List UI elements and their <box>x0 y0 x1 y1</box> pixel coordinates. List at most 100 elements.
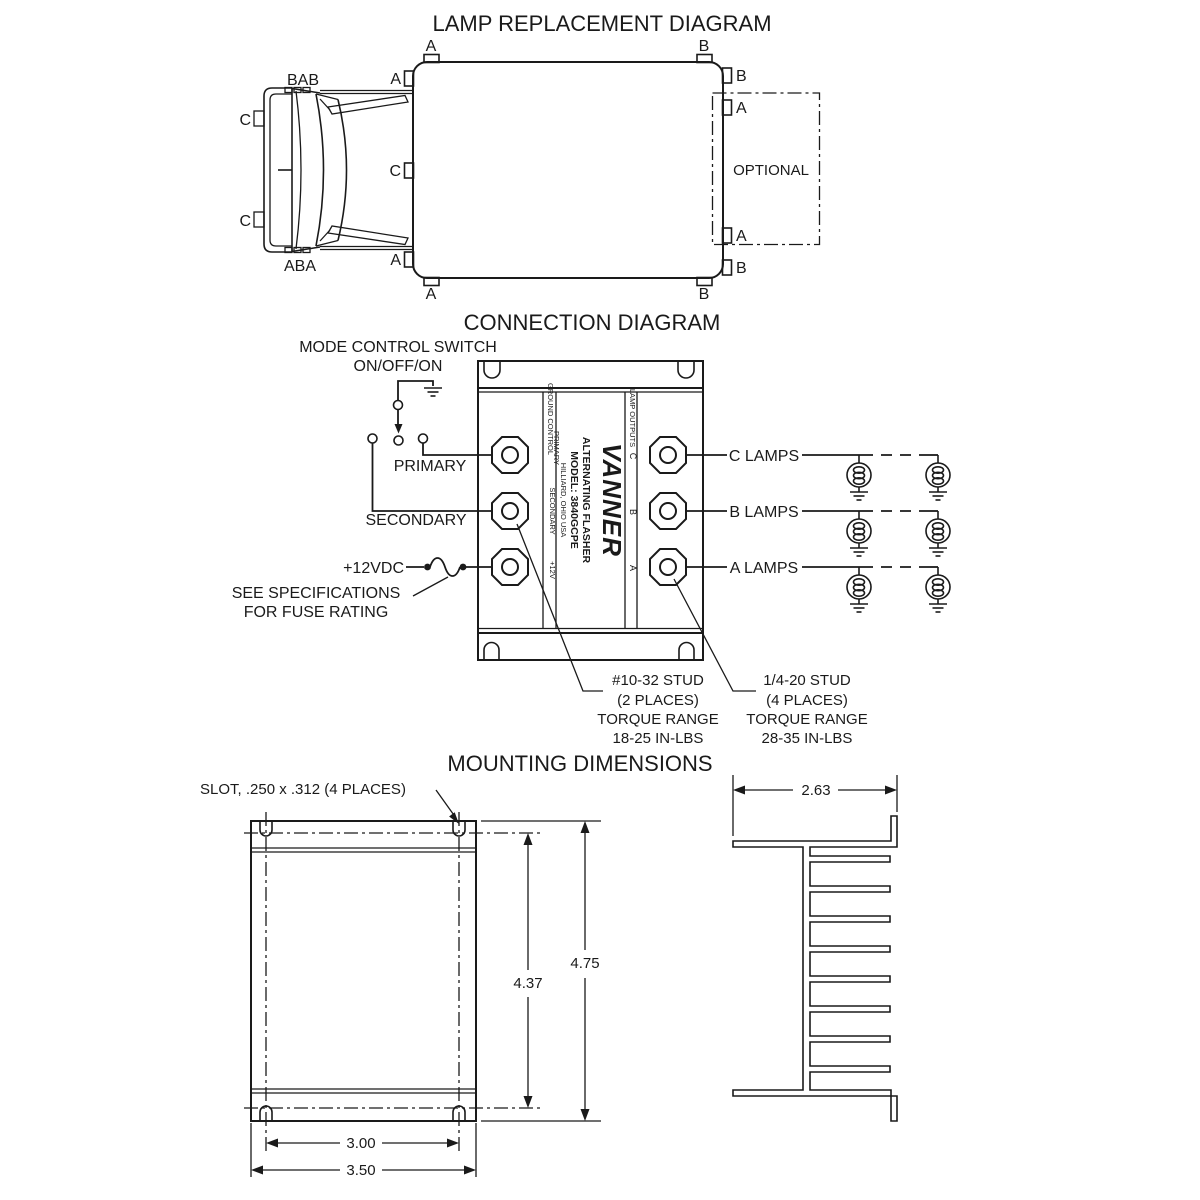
mirror-arm-bottom <box>319 229 331 242</box>
lamp-bulb-icon <box>846 566 872 613</box>
cab-bab-label: BAB <box>287 72 319 89</box>
terminal-a-lamps <box>649 548 687 586</box>
mounting-slot <box>452 821 466 837</box>
dim-arrow <box>580 1109 590 1121</box>
lamp-replacement-section: LAMP REPLACEMENT DIAGRAM C C BAB ABA <box>239 11 821 303</box>
marker-label-a: A <box>736 228 747 245</box>
slot-note-arrow <box>449 812 459 824</box>
stud-note-small: #10-32 STUD (2 PLACES) TORQUE RANGE 18-2… <box>597 672 718 747</box>
cab-hood-bottom <box>291 246 321 253</box>
slot-note-leader <box>435 789 457 819</box>
dim-depth: 2.63 <box>801 782 830 799</box>
secondary-wire <box>371 443 492 512</box>
cab-fender-curve <box>295 90 302 250</box>
fuse-dot <box>424 563 431 571</box>
dim-arrow <box>447 1138 459 1148</box>
fuse-note-leader <box>412 576 449 597</box>
cab-lamp-c-top-label: C <box>239 112 251 129</box>
stud-note-line: 28-35 IN-LBS <box>762 730 853 747</box>
lamp-marker-a <box>423 53 440 64</box>
dim-width-slots: 3.00 <box>346 1135 375 1152</box>
optional-region <box>711 92 821 246</box>
lamp-row-label: B LAMPS <box>729 504 798 521</box>
stud-note-line: #10-32 STUD <box>612 672 704 689</box>
switch-throw-left <box>367 433 378 444</box>
lamp-marker-a <box>721 227 733 244</box>
heatsink-profile <box>732 815 898 1122</box>
cab-lamp-c-bottom <box>253 211 265 228</box>
terminal-12v <box>491 548 529 586</box>
switch-throw-right <box>417 433 429 444</box>
terminal-primary <box>491 436 529 474</box>
marker-label-a: A <box>426 286 437 303</box>
primary-wire <box>422 443 492 456</box>
mounting-title: MOUNTING DIMENSIONS <box>447 751 712 776</box>
lamp-bulb-icon <box>925 566 951 613</box>
lamp-bulb-icon <box>846 510 872 557</box>
lamp-marker-c <box>403 162 415 179</box>
slot-note: SLOT, .250 x .312 (4 PLACES) <box>200 781 406 798</box>
stud-note-small-leader <box>516 523 603 692</box>
stud-note-line: TORQUE RANGE <box>597 711 718 728</box>
lamp-row-a: A LAMPS <box>686 560 951 613</box>
dim-height-outer: 4.75 <box>570 955 599 972</box>
ground-icon <box>423 387 443 397</box>
cab-lamp-c-bottom-label: C <box>239 213 251 230</box>
cab-lamp-c-top <box>253 110 265 127</box>
dim-arrow <box>266 1138 278 1148</box>
dim-arrow <box>251 1165 263 1175</box>
dim-width-outer: 3.50 <box>346 1162 375 1179</box>
module-city: HILLIARD, OHIO USA <box>559 463 568 538</box>
marker-label-b: B <box>699 286 710 303</box>
cab-roof-lamp <box>284 246 293 254</box>
lamp-marker-a <box>423 276 440 287</box>
connection-section: CONNECTION DIAGRAM MODE CONTROL SWITCH O… <box>232 310 951 747</box>
mirror-top <box>326 94 409 115</box>
dim-height-slots: 4.37 <box>513 975 542 992</box>
optional-label: OPTIONAL <box>733 162 809 179</box>
lamp-marker-b <box>696 53 713 64</box>
flasher-module: GROUND CONTROL PRIMARY SECONDARY +12V HI… <box>477 360 704 661</box>
stud-note-large: 1/4-20 STUD (4 PLACES) TORQUE RANGE 28-3… <box>746 672 867 747</box>
switch-pole-terminal <box>392 399 404 411</box>
primary-label: PRIMARY <box>394 458 467 475</box>
mode-switch-label-1: MODE CONTROL SWITCH <box>299 339 497 356</box>
marker-label-b: B <box>736 260 747 277</box>
mirror-bottom <box>326 225 409 246</box>
module-brand: VANNER <box>597 443 627 557</box>
switch-arrow-head <box>394 424 403 434</box>
marker-label-c: C <box>389 163 401 180</box>
module-slot <box>483 361 501 379</box>
marker-label-a: A <box>426 38 437 55</box>
marker-label-b: B <box>699 38 710 55</box>
lamp-marker-b <box>721 67 733 84</box>
marker-label-a: A <box>390 71 401 88</box>
mode-switch-label-2: ON/OFF/ON <box>354 358 443 375</box>
module-model: MODEL: 3840GCPE <box>568 451 580 548</box>
lamp-bulb-icon <box>925 454 951 501</box>
cab-bumper-inner <box>269 93 292 247</box>
strip-ground-control: GROUND CONTROL <box>546 383 555 455</box>
stud-note-large-leader <box>673 578 756 692</box>
cab-corner-bottom <box>315 239 339 247</box>
mounting-side-view: 2.63 <box>732 775 898 1122</box>
cab-windshield-front-curve <box>315 93 325 247</box>
lamp-marker-a <box>721 99 733 116</box>
fuse-dot <box>459 563 467 571</box>
lamp-marker-b <box>721 259 733 276</box>
mounting-section: MOUNTING DIMENSIONS SLOT, .250 x .312 (4… <box>200 751 898 1179</box>
strip-primary: PRIMARY <box>552 431 561 465</box>
stud-note-line: (4 PLACES) <box>766 692 848 709</box>
fuse-note-1: SEE SPECIFICATIONS <box>232 585 401 602</box>
module-slot <box>483 641 500 660</box>
strip-secondary: SECONDARY <box>548 487 557 534</box>
mode-switch-symbol <box>367 380 443 446</box>
marker-label-b: B <box>736 68 747 85</box>
cab-aba-label: ABA <box>284 258 316 275</box>
lamp-marker-a <box>403 251 415 268</box>
cargo-box-outline <box>412 61 724 279</box>
lamp-marker-a <box>403 70 415 87</box>
lamp-diagram-title: LAMP REPLACEMENT DIAGRAM <box>432 11 771 36</box>
mirror-arm-top <box>319 98 331 111</box>
